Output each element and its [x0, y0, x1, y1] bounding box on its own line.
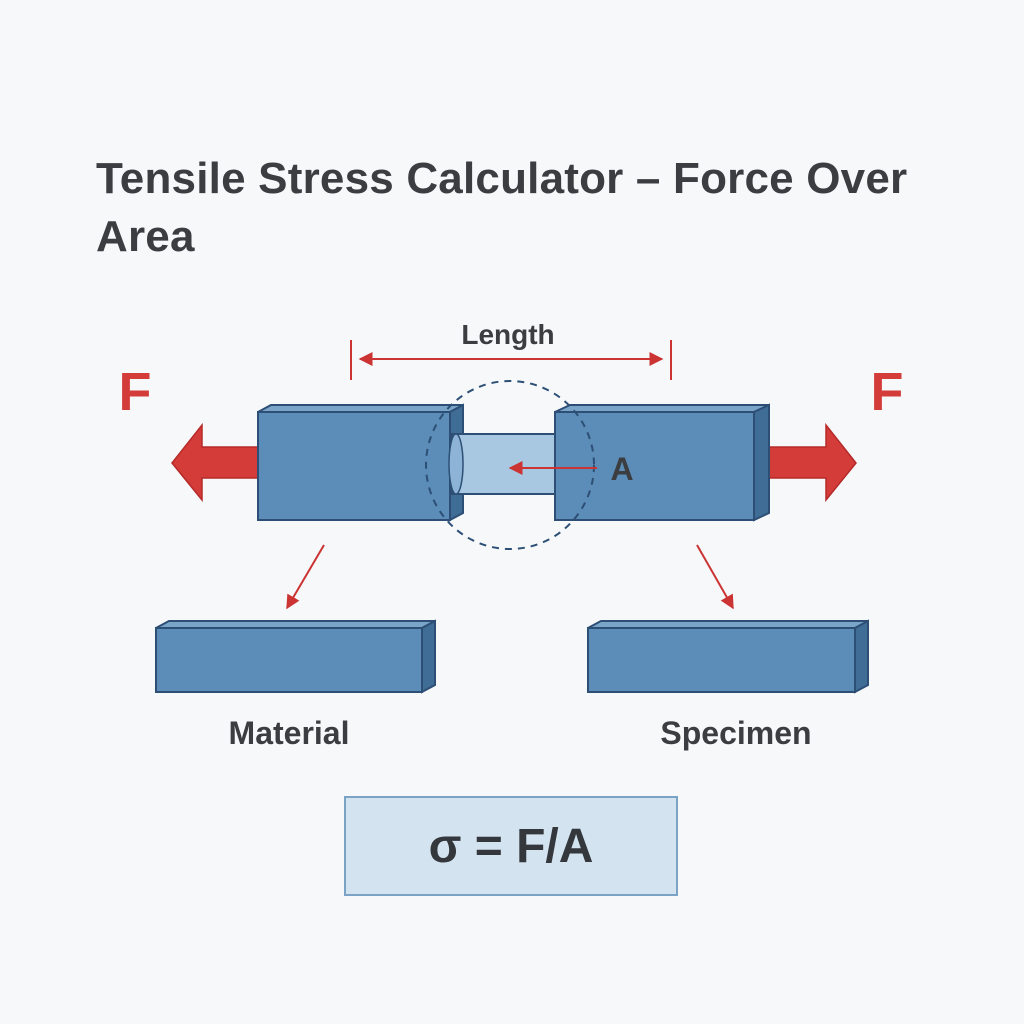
specimen-pointer-arrow [696, 544, 734, 610]
material-pointer-arrow [286, 544, 325, 610]
specimen-block [587, 619, 869, 694]
left-grip-block [257, 403, 464, 522]
length-label: Length [461, 319, 554, 350]
material-block [155, 619, 436, 694]
page-title: Tensile Stress Calculator – Force Over A… [96, 154, 908, 261]
force-arrow-right [767, 422, 857, 503]
force-label-right: F [871, 362, 904, 422]
force-arrow-left [171, 422, 259, 503]
cross-section-circle [425, 380, 595, 550]
area-label: A [610, 451, 633, 487]
specimen-neck [448, 433, 561, 495]
force-label-left: F [119, 362, 152, 422]
stress-formula: σ = F/A [428, 819, 594, 873]
specimen-label: Specimen [660, 715, 811, 751]
formula-box: σ = F/A [344, 796, 678, 896]
right-grip-block [554, 403, 770, 522]
length-dimension: Length [350, 319, 672, 380]
material-label: Material [229, 715, 350, 751]
